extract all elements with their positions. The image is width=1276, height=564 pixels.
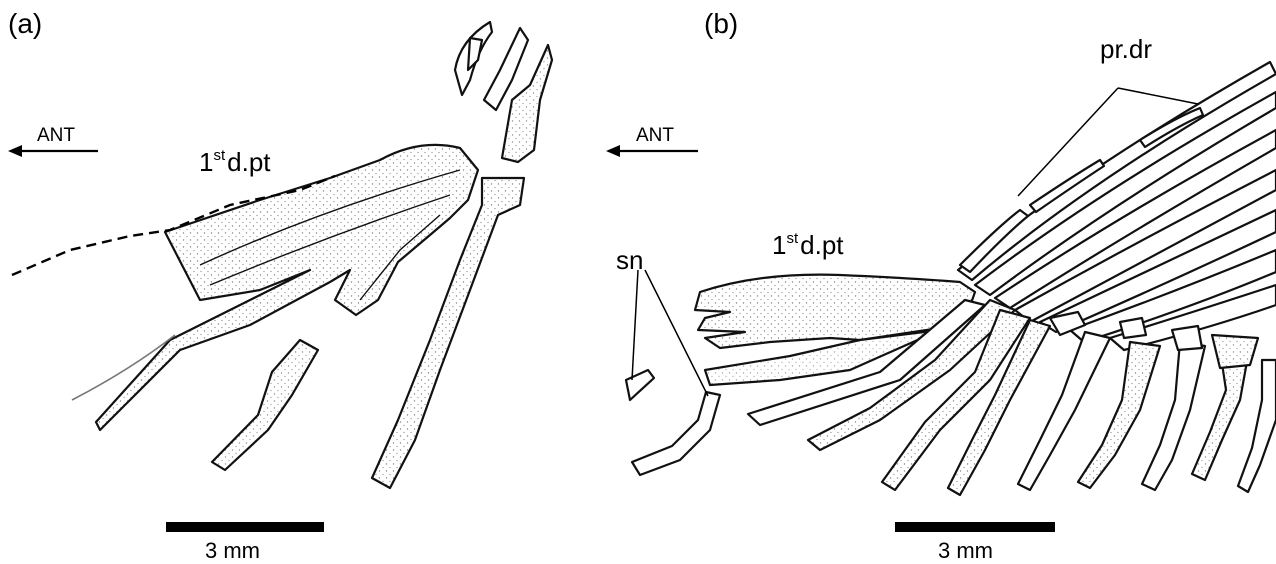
- label-sn: sn: [616, 247, 643, 273]
- pterygiophore-annotation: 1std.pt: [772, 231, 844, 258]
- panel-b: (b) ANT 1std.pt pr.dr sn 3 mm: [600, 0, 1276, 564]
- upper-fin-elements: [455, 22, 552, 162]
- supraneurals: [626, 370, 720, 475]
- label-pr-dr: pr.dr: [1100, 36, 1152, 62]
- scale-label: 3 mm: [205, 540, 260, 562]
- panel-label: (a): [8, 10, 42, 38]
- anterior-arrow: [8, 145, 98, 157]
- pr-dr-pointer: [1018, 88, 1198, 196]
- scale-bar: [895, 522, 1055, 532]
- panel-a: (a) ANT 1std.pt 3 mm: [0, 0, 600, 564]
- pterygiophore-annotation: 1std.pt: [199, 148, 271, 175]
- panel-label: (b): [704, 10, 738, 38]
- scale-label: 3 mm: [938, 540, 993, 562]
- direction-label: ANT: [37, 126, 75, 145]
- scale-bar: [166, 522, 324, 532]
- lower-fragment: [212, 340, 318, 470]
- panel-a-drawing: [0, 0, 600, 564]
- direction-label: ANT: [636, 126, 674, 145]
- anterior-arrow: [606, 145, 698, 157]
- panel-b-drawing: [600, 0, 1276, 564]
